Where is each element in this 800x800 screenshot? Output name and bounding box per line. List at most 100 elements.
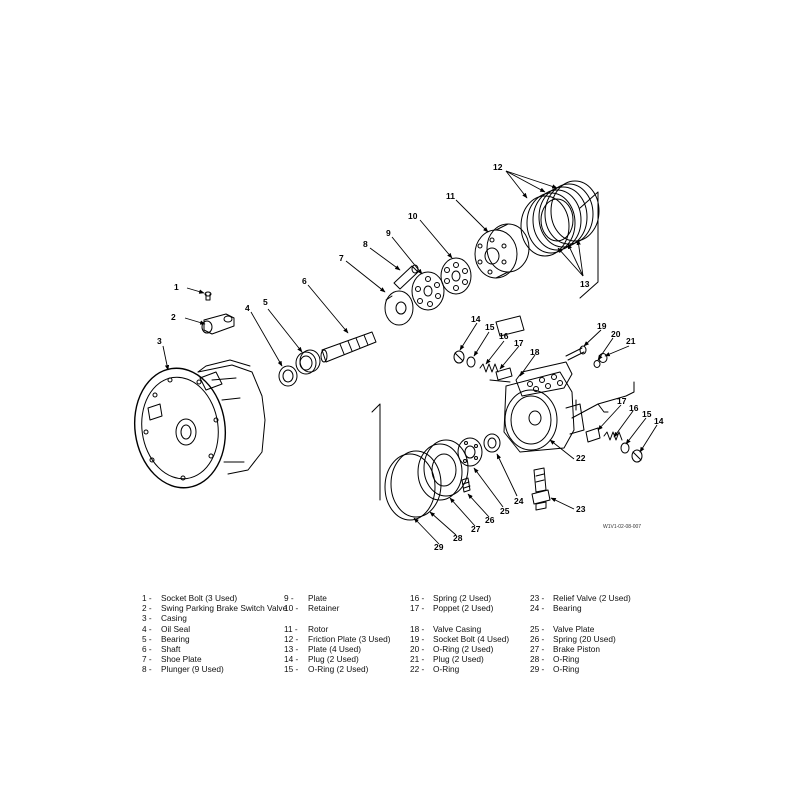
callout-17: 17 <box>514 338 524 348</box>
callout-19: 19 <box>597 321 607 331</box>
bracket-line <box>371 403 381 501</box>
legend-item-number: 9 - <box>284 593 294 603</box>
callout-11: 11 <box>446 191 455 201</box>
legend-item: 21 - Plug (2 Used) <box>410 654 509 664</box>
callout-16b: 16 <box>629 403 639 413</box>
legend-item-text: O-Ring (2 Used) <box>433 644 494 654</box>
part-socket-bolt <box>204 291 212 301</box>
legend-item-number: 28 - <box>530 654 545 665</box>
legend-item-number: 12 - <box>284 633 299 644</box>
legend-item-text: Plug (2 Used) <box>433 654 484 665</box>
legend-item-text: Poppet (2 Used) <box>433 603 494 614</box>
callout-7: 7 <box>339 253 344 263</box>
part-poppet-17-upper <box>495 367 513 381</box>
legend-item-text: Oil Seal <box>161 623 191 634</box>
legend-item-number: 27 - <box>530 644 545 654</box>
part-oring-28 <box>390 450 442 518</box>
part-relief-valve <box>531 467 551 511</box>
legend-item-number: 18 - <box>410 623 425 634</box>
legend-item: 19 - Socket Bolt (4 Used) <box>410 634 509 644</box>
legend-spacer <box>410 613 509 623</box>
legend-item-number: 25 - <box>530 623 545 634</box>
legend-item: 18 -Valve Casing <box>410 624 509 634</box>
legend-item-text: Socket Bolt (4 Used) <box>433 633 510 644</box>
legend-item: 15 - O-Ring (2 Used) <box>284 664 391 674</box>
legend-item-number: 2 - <box>142 603 152 614</box>
legend-item-number: 21 - <box>410 654 425 665</box>
legend-item-number: 24 - <box>530 603 545 614</box>
legend-item-number: 10 - <box>284 603 299 614</box>
legend-item: 27 - Brake Piston <box>530 644 631 654</box>
legend-item: 14 - Plug (2 Used) <box>284 654 391 664</box>
legend-item-text: Bearing <box>553 603 582 614</box>
legend-item: 1 -Socket Bolt (3 Used) <box>142 593 289 603</box>
part-plug-14-upper <box>453 350 465 364</box>
callout-14: 14 <box>471 314 481 324</box>
legend-item-text: Swing Parking Brake Switch Valve <box>161 603 288 614</box>
callout-6: 6 <box>302 276 307 286</box>
callout-15b: 15 <box>642 409 652 419</box>
part-plate-9 <box>411 271 445 311</box>
part-oring-29 <box>384 453 436 521</box>
legend-item: 6 -Shaft <box>142 644 289 654</box>
part-brake-switch-valve <box>201 313 235 335</box>
legend-item-number: 23 - <box>530 593 545 603</box>
callout-28: 28 <box>453 533 463 543</box>
callout-24: 24 <box>514 496 524 506</box>
callout-16: 16 <box>499 331 509 341</box>
legend-item-number: 19 - <box>410 633 425 644</box>
part-plug-21 <box>598 353 608 363</box>
legend-item-number: 5 - <box>142 633 152 644</box>
part-rotor <box>474 223 530 279</box>
legend-column-4: 23 - Relief Valve (2 Used) 24 - Bearing 25 -… <box>530 593 631 675</box>
legend-item-text: Plug (2 Used) <box>308 654 359 665</box>
legend-item-number: 11 - <box>284 623 298 634</box>
legend-item-text: O-Ring <box>553 664 580 675</box>
legend-item: 28 -O-Ring <box>530 654 631 664</box>
part-brake-piston <box>417 439 469 501</box>
legend-item: 7 -Shoe Plate <box>142 654 289 664</box>
legend-item-number: 15 - <box>284 664 299 675</box>
legend-item-number: 7 - <box>142 654 152 665</box>
legend-item-text: Socket Bolt (3 Used) <box>161 593 238 603</box>
legend-item: 16 -Spring (2 Used) <box>410 593 509 603</box>
part-bearing-5 <box>295 349 321 375</box>
legend-item-number: 22 - <box>410 664 425 675</box>
callout-3: 3 <box>157 336 162 346</box>
legend-item: 5 -Bearing <box>142 634 289 644</box>
part-plug-14-lower <box>631 449 643 463</box>
part-shaft <box>320 331 377 363</box>
legend-item-number: 16 - <box>410 593 425 603</box>
legend-item: 13 -Plate (4 Used) <box>284 644 391 654</box>
part-casing <box>133 359 266 489</box>
part-oring-15-lower <box>620 442 630 454</box>
legend-item-number: 13 - <box>284 644 299 654</box>
legend-item-text: Rotor <box>308 623 329 634</box>
legend-item: 20 - O-Ring (2 Used) <box>410 644 509 654</box>
legend-spacer <box>530 613 631 623</box>
callout-12: 12 <box>493 162 503 172</box>
legend-item-text: Relief Valve (2 Used) <box>553 593 631 603</box>
callout-27: 27 <box>471 524 481 534</box>
callout-1: 1 <box>174 282 179 292</box>
part-valve-casing <box>489 315 635 453</box>
figure-id: W1V1-02-08-007 <box>603 524 641 530</box>
legend-item: 9 - Plate <box>284 593 391 603</box>
part-shoe-plate <box>384 290 414 326</box>
callout-23: 23 <box>576 504 586 514</box>
legend-item-text: Plunger (9 Used) <box>161 664 224 675</box>
legend-item-number: 20 - <box>410 644 425 654</box>
callout-15: 15 <box>485 322 495 332</box>
legend-item: 22 -O-Ring <box>410 664 509 674</box>
legend-item-number: 14 - <box>284 654 299 665</box>
legend-item-text: O-Ring (2 Used) <box>308 664 369 675</box>
legend-item-text: Casing <box>161 613 187 624</box>
legend-item-text: Plate <box>308 593 327 603</box>
callout-10: 10 <box>408 211 418 221</box>
legend-item: 12 -Friction Plate (3 Used) <box>284 634 391 644</box>
callout-9: 9 <box>386 228 391 238</box>
part-oring-15-upper <box>466 356 476 368</box>
legend-item-text: Brake Piston <box>553 644 601 654</box>
